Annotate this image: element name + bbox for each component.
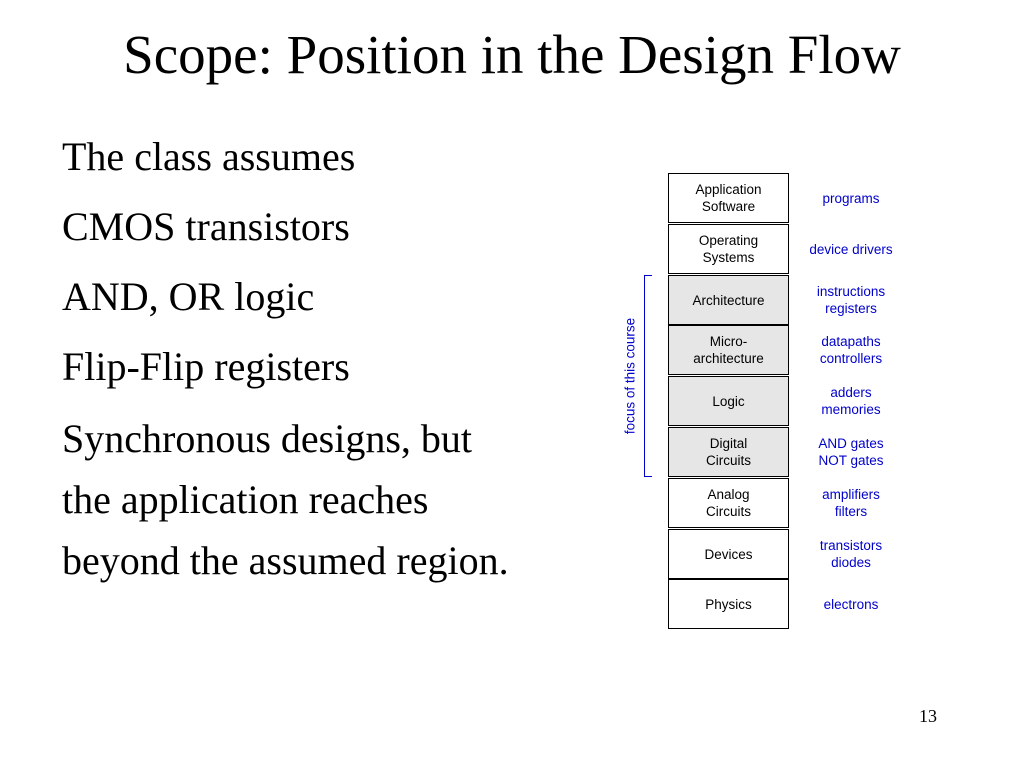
page-number: 13 — [919, 706, 937, 726]
layer-box: Analog Circuits — [668, 478, 789, 528]
layer-example: datapaths controllers — [819, 334, 883, 366]
slide-title: Scope: Position in the Design Flow — [123, 24, 901, 85]
layer-box: Operating Systems — [668, 224, 789, 274]
focus-label: focus of this course — [622, 317, 638, 435]
layer-box: Digital Circuits — [668, 427, 789, 477]
focus-bracket — [644, 275, 652, 477]
layer-box: Micro- architecture — [668, 325, 789, 375]
layer-example: AND gates NOT gates — [818, 436, 884, 468]
layer-box: Physics — [668, 579, 789, 629]
layer-box: Architecture — [668, 275, 789, 325]
bullet-item: Flip-Flip registers — [62, 344, 350, 389]
bullet-item: Synchronous designs, but the application… — [62, 416, 509, 583]
layer-box: Application Software — [668, 173, 789, 223]
layer-box: Logic — [668, 376, 789, 426]
layer-example: amplifiers filters — [822, 487, 880, 519]
bullet-list: The class assumes CMOS transistors AND, … — [62, 134, 522, 615]
layer-example: adders memories — [821, 385, 881, 417]
bullet-item: AND, OR logic — [62, 274, 315, 319]
layer-example: programs — [822, 190, 880, 206]
layer-example: electrons — [823, 596, 879, 612]
layer-box: Devices — [668, 529, 789, 579]
bullet-item: CMOS transistors — [62, 204, 350, 249]
layer-example: device drivers — [809, 241, 893, 257]
bullet-item: The class assumes — [62, 134, 356, 179]
layer-example: transistors diodes — [819, 538, 883, 570]
layer-example: instructions registers — [816, 284, 886, 316]
